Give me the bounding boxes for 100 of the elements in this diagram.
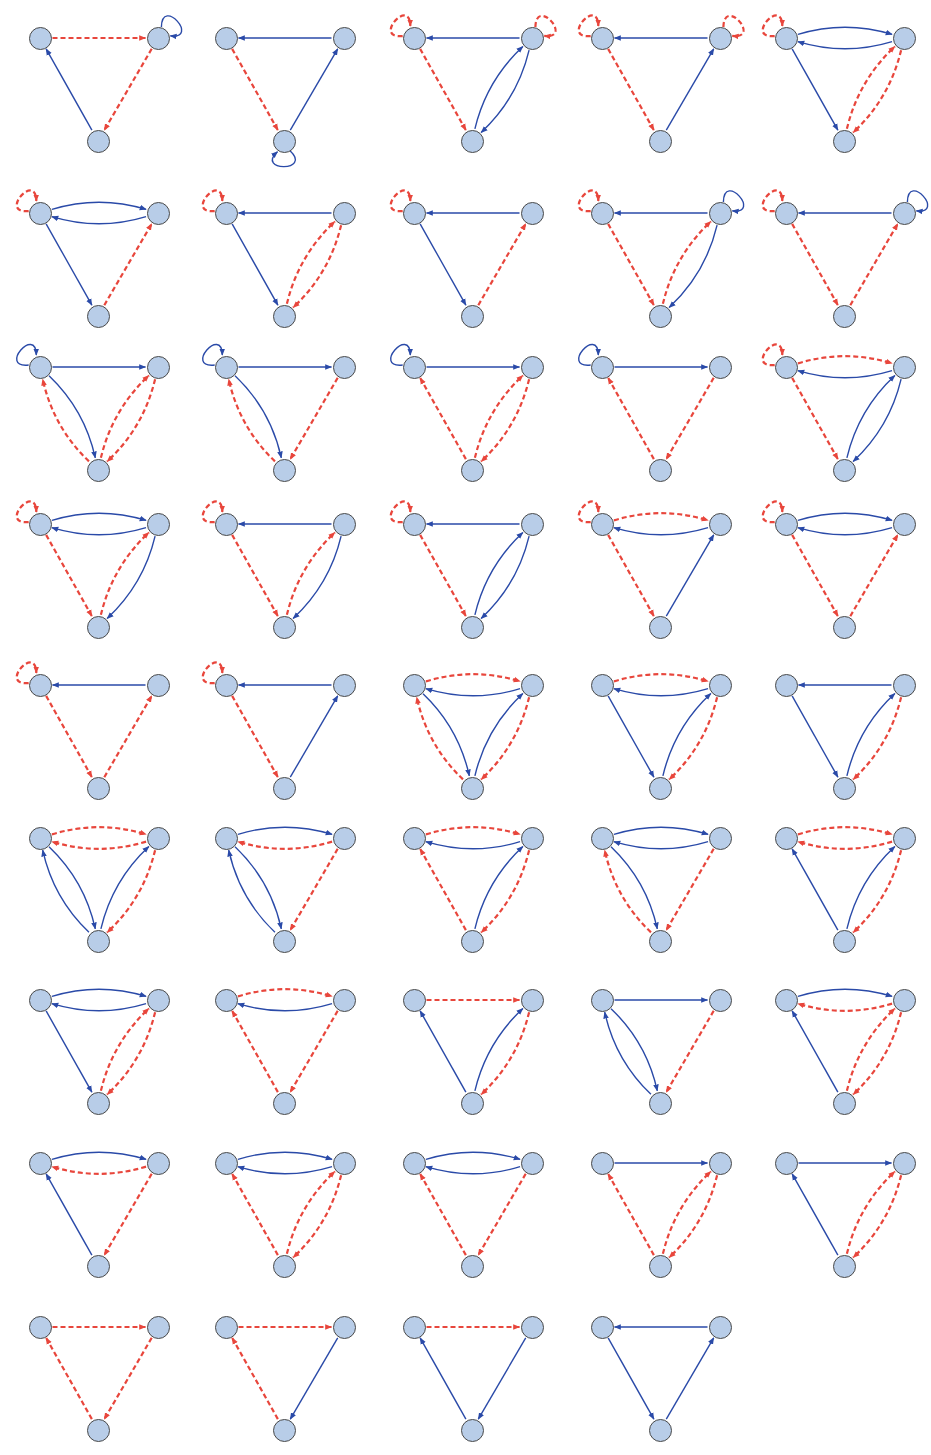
- arrow: [100, 845, 150, 930]
- self-loop-arrow: [534, 14, 557, 39]
- graph-node: [214, 201, 238, 225]
- graph-node: [146, 1151, 170, 1175]
- arrow: [480, 696, 531, 781]
- self-loop-arrow: [577, 500, 601, 524]
- arrow: [289, 1010, 339, 1093]
- graph-node: [832, 1091, 856, 1115]
- arrow: [613, 364, 709, 370]
- arrow: [474, 1007, 524, 1092]
- graph-node: [332, 988, 356, 1012]
- arrow: [607, 223, 655, 306]
- self-loop-arrow: [389, 500, 413, 524]
- graph-node: [590, 355, 614, 379]
- arrow: [477, 1173, 527, 1256]
- arrow: [425, 210, 521, 216]
- arrow: [613, 673, 709, 683]
- arrow: [425, 1151, 521, 1161]
- arrow: [45, 1173, 93, 1256]
- graph-node: [708, 1315, 732, 1339]
- arrow: [41, 849, 90, 934]
- arrow: [665, 1337, 715, 1420]
- arrow: [852, 49, 903, 134]
- arrow: [607, 1173, 655, 1256]
- arrow: [231, 1010, 279, 1093]
- arrow: [103, 695, 153, 778]
- arrow: [474, 692, 524, 777]
- arrow: [51, 988, 147, 998]
- arrow: [473, 374, 524, 459]
- arrow: [797, 826, 893, 836]
- arrow: [665, 377, 715, 460]
- graph-node: [86, 1418, 110, 1442]
- graph-node: [28, 355, 52, 379]
- self-loop-arrow: [201, 189, 225, 213]
- arrow: [480, 1011, 531, 1096]
- graph-node: [272, 776, 296, 800]
- graph-node: [402, 988, 426, 1012]
- arrow: [846, 692, 896, 777]
- self-loop-arrow: [722, 190, 745, 214]
- graph-node: [332, 673, 356, 697]
- arrow: [231, 1173, 279, 1256]
- graph-node: [146, 512, 170, 536]
- arrow: [668, 224, 718, 309]
- arrow: [231, 695, 279, 778]
- graph-node: [774, 26, 798, 50]
- arrow: [480, 378, 531, 463]
- arrow: [668, 1174, 719, 1259]
- graph-node: [86, 304, 110, 328]
- arrow: [51, 1002, 147, 1012]
- arrow: [661, 220, 712, 305]
- graph-node: [28, 512, 52, 536]
- arrow: [289, 377, 339, 460]
- graph-node: [520, 512, 544, 536]
- arrow: [613, 526, 709, 536]
- arrow: [419, 1010, 467, 1093]
- graph-node: [590, 988, 614, 1012]
- graph-node: [214, 988, 238, 1012]
- arrow: [231, 223, 279, 306]
- arrow: [607, 1337, 655, 1420]
- graph-node: [272, 929, 296, 953]
- arrow: [845, 45, 896, 130]
- arrow: [665, 534, 715, 617]
- arrow: [613, 210, 709, 216]
- arrow: [51, 1151, 147, 1161]
- arrow: [51, 682, 147, 688]
- arrow: [474, 45, 524, 130]
- arrow: [237, 840, 333, 850]
- graph-node: [648, 615, 672, 639]
- graph-node: [520, 673, 544, 697]
- graph-node: [520, 1315, 544, 1339]
- arrow: [613, 512, 709, 522]
- graph-node: [832, 129, 856, 153]
- graph-node: [146, 355, 170, 379]
- arrow: [237, 521, 333, 527]
- graph-node: [648, 129, 672, 153]
- graph-node: [86, 458, 110, 482]
- graph-node: [146, 26, 170, 50]
- arrow: [797, 840, 893, 850]
- graph-node: [146, 1315, 170, 1339]
- arrow: [103, 1173, 153, 1256]
- self-loop-arrow: [15, 661, 39, 685]
- arrow: [227, 849, 276, 934]
- graph-node: [460, 1091, 484, 1115]
- graph-node: [214, 1315, 238, 1339]
- arrow: [231, 1337, 279, 1420]
- graph-node: [272, 129, 296, 153]
- arrow: [613, 1324, 709, 1330]
- arrow: [425, 1165, 521, 1175]
- arrow: [292, 1174, 343, 1259]
- arrow: [51, 512, 147, 522]
- graph-node: [146, 826, 170, 850]
- arrow: [51, 364, 147, 370]
- arrow: [613, 1160, 709, 1166]
- graph-node: [332, 26, 356, 50]
- arrow: [613, 997, 709, 1003]
- graph-node: [648, 1254, 672, 1278]
- graph-node: [460, 458, 484, 482]
- graph-node: [774, 512, 798, 536]
- graph-node: [648, 1418, 672, 1442]
- self-loop-arrow: [160, 15, 183, 39]
